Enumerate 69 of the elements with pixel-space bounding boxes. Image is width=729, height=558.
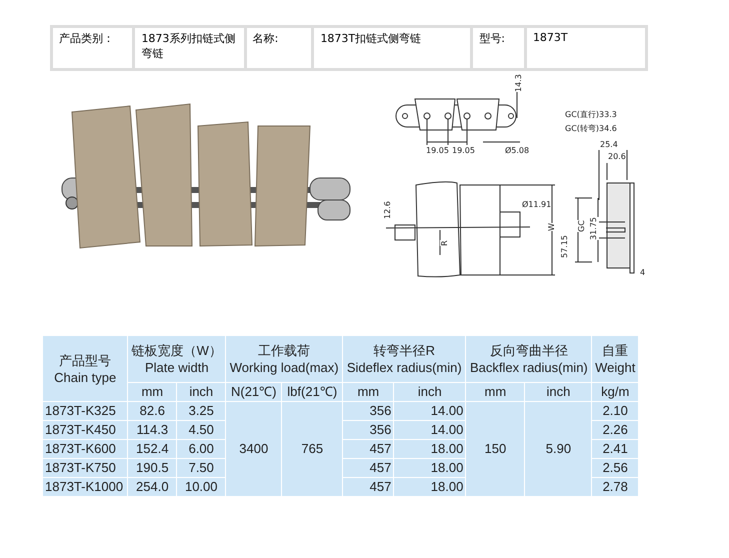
unit-cell: kg/m bbox=[592, 382, 638, 402]
table-cell: 1873T-K1000 bbox=[42, 478, 128, 496]
dimension-label: 19.05 bbox=[452, 146, 475, 156]
field-value: 1873系列扣链式侧弯链 bbox=[135, 28, 244, 68]
dimension-label: 14.3 bbox=[514, 74, 524, 92]
header-text: Weight bbox=[594, 359, 636, 376]
field-label: 产品类别： bbox=[53, 28, 132, 68]
header-text: 工作载荷 bbox=[257, 342, 312, 359]
table-cell: 1873T-K450 bbox=[42, 420, 128, 440]
table-cell: 5.90 bbox=[524, 402, 592, 496]
header-text: Chain type bbox=[53, 368, 118, 386]
dimension-label: 4 bbox=[640, 268, 646, 278]
table-cell: 356 bbox=[342, 402, 394, 420]
unit-cell: lbf(21℃) bbox=[282, 382, 343, 402]
table-cell: 1873T-K600 bbox=[42, 440, 128, 458]
table-cell: 457 bbox=[342, 440, 394, 458]
dimension-label: GC bbox=[577, 220, 587, 232]
table-cell: 765 bbox=[282, 402, 343, 496]
dimension-label: R bbox=[440, 240, 450, 246]
unit-cell: inch bbox=[176, 382, 226, 402]
header-text: Backflex radius(min) bbox=[469, 359, 589, 376]
dimension-label: W bbox=[547, 223, 557, 231]
dimension-label: 57.15 bbox=[560, 235, 570, 258]
field-label: 型号: bbox=[473, 28, 524, 68]
dimension-label: Ø5.08 bbox=[505, 146, 530, 156]
table-cell: 2.26 bbox=[592, 420, 638, 440]
unit-cell: N(21℃) bbox=[226, 382, 282, 402]
header-text: 产品型号 bbox=[58, 352, 112, 368]
table-cell: 2.56 bbox=[592, 458, 638, 478]
dimension-label: 19.05 bbox=[426, 146, 449, 156]
table-cell: 254.0 bbox=[128, 478, 177, 496]
dimension-label: 31.75 bbox=[589, 217, 599, 240]
table-cell: 356 bbox=[342, 420, 394, 440]
table-cell: 14.00 bbox=[394, 402, 466, 420]
header-text: Sideflex radius(min) bbox=[346, 359, 463, 376]
unit-cell: mm bbox=[466, 382, 525, 402]
dimension-label: 25.4 bbox=[600, 140, 618, 150]
header-text: Plate width bbox=[144, 359, 210, 376]
table-cell: 457 bbox=[342, 458, 394, 478]
table-cell: 152.4 bbox=[128, 440, 177, 458]
table-cell: 3.25 bbox=[176, 402, 226, 420]
dimension-label: 20.6 bbox=[608, 152, 626, 162]
unit-cell: mm bbox=[128, 382, 177, 402]
field-value: 1873T扣链式侧弯链 bbox=[314, 28, 470, 68]
dimension-label: 12.6 bbox=[383, 201, 393, 219]
field-value: 1873T bbox=[526, 28, 645, 68]
table-cell: 150 bbox=[466, 402, 525, 496]
table-cell: 82.6 bbox=[128, 402, 177, 420]
header-text: 链板宽度（W） bbox=[130, 342, 223, 359]
table-cell: 2.41 bbox=[592, 440, 638, 458]
dimension-label: GC(转弯)34.6 bbox=[565, 124, 617, 134]
field-label: 名称: bbox=[246, 28, 312, 68]
dimension-label: GC(直行)33.3 bbox=[565, 110, 617, 120]
unit-cell: inch bbox=[524, 382, 592, 402]
table-cell: 1873T-K325 bbox=[42, 402, 128, 420]
header-text: 反向弯曲半径 bbox=[488, 342, 569, 359]
unit-cell: inch bbox=[394, 382, 466, 402]
header-text: Working load(max) bbox=[228, 359, 340, 376]
table-cell: 2.78 bbox=[592, 478, 638, 496]
dimension-label: Ø11.91 bbox=[522, 200, 552, 210]
table-cell: 2.10 bbox=[592, 402, 638, 420]
table-cell: 457 bbox=[342, 478, 394, 496]
table-cell: 114.3 bbox=[128, 420, 177, 440]
unit-cell: mm bbox=[342, 382, 394, 402]
table-cell: 1873T-K750 bbox=[42, 458, 128, 478]
table-cell: 190.5 bbox=[128, 458, 177, 478]
header-text: 转弯半径R bbox=[372, 342, 436, 359]
table-cell: 3400 bbox=[226, 402, 282, 496]
header-text: 自重 bbox=[601, 342, 630, 359]
